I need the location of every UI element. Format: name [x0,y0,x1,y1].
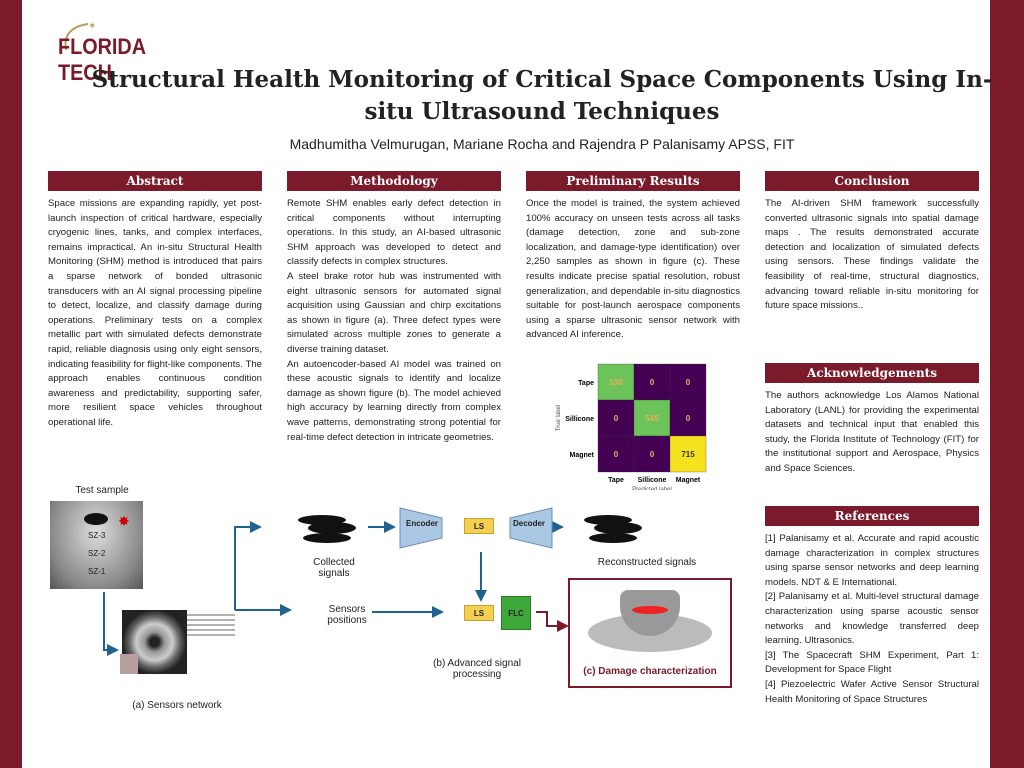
y-tick-label: Sillicone [565,416,594,423]
conclusion-text: The AI-driven SHM framework successfully… [765,198,979,312]
matrix-cell [633,363,671,401]
x-axis-label: Predicted label [632,487,672,490]
florida-tech-logo: ✶ FLORIDA TECH [58,20,218,85]
authors: Madhumitha Velmurugan, Mariane Rocha and… [289,136,795,152]
cell-value: 715 [681,450,695,459]
sensors-network-label: (a) Sensors network [132,700,222,711]
sensors-positions-label: Sensors positions [327,604,367,626]
advanced-processing-label: (b) Advanced signal processing [433,658,521,680]
abstract-text: Space missions are expanding rapidly, ye… [48,198,262,428]
zone-label: SZ-3 [88,531,106,540]
zone-label: SZ-1 [88,567,106,576]
y-tick-label: Magnet [570,452,595,459]
references-heading: References [765,506,979,526]
abstract-heading: Abstract [48,171,262,191]
poster-title: Structural Health Monitoring of Critical… [91,66,993,125]
test-sample-photo: ✸ SZ-3 SZ-2 SZ-1 [50,501,143,589]
conclusion-heading: Conclusion [765,171,979,191]
matrix-cell [597,435,635,473]
matrix-cell [633,435,671,473]
references-list: [1] Palanisamy et al. Accurate and rapid… [765,532,979,707]
flc-block: FLC [501,596,531,630]
x-tick-label: Magnet [676,477,701,484]
collected-signals-label: Collected signals [313,557,355,579]
results-text: Once the model is trained, the system ac… [526,198,740,341]
sensor-inset-photo [120,654,138,674]
matrix-cell [597,399,635,437]
cell-value: 0 [686,378,691,387]
encoder-block: Encoder [406,518,439,528]
cell-value: 0 [614,450,619,459]
damage-characterization-label: (c) Damage characterization [583,666,717,677]
cell-value: 0 [650,450,655,459]
logo-text: FLORIDA TECH [58,34,146,85]
svg-text:✶: ✶ [88,21,96,32]
matrix-cell [669,399,707,437]
cell-value: 530 [609,378,623,387]
methodology-text: Remote SHM enables early defect detectio… [287,197,501,445]
x-tick-label: Tape [608,477,624,484]
test-sample-label: Test sample [75,485,129,496]
latent-space-block: LS [464,518,494,534]
acknowledgements-heading: Acknowledgements [765,363,979,383]
y-tick-label: Tape [578,380,594,387]
methodology-paragraph: An autoencoder-based AI model was traine… [287,358,501,443]
reference-item: [3] The Spacecraft SHM Experiment, Part … [765,649,979,676]
acknowledgements-text: The authors acknowledge Los Alamos Natio… [765,390,979,474]
cell-value: 0 [614,414,619,423]
cell-value: 545 [645,414,659,423]
cell-value: 0 [650,378,655,387]
zone-label: SZ-2 [88,549,106,558]
results-heading: Preliminary Results [526,171,740,191]
matrix-cell [669,435,707,473]
cell-value: 0 [686,414,691,423]
poster: ✶ FLORIDA TECH Structural Health Monitor… [22,0,992,768]
latent-space-block: LS [464,605,494,621]
reference-item: [4] Piezoelectric Wafer Active Sensor St… [765,678,979,705]
methodology-paragraph: Remote SHM enables early defect detectio… [287,198,501,268]
methodology-paragraph: A steel brake rotor hub was instrumented… [287,270,501,355]
reconstructed-signals-label: Reconstructed signals [597,557,697,568]
flow-arrows [103,507,642,656]
damage-characterization-box: (c) Damage characterization [568,578,732,688]
reference-item: [2] Palanisamy et al. Multi-level struct… [765,591,979,647]
decoder-block: Decoder [513,518,546,528]
methodology-heading: Methodology [287,171,501,191]
x-tick-label: Sillicone [638,477,667,484]
reference-item: [1] Palanisamy et al. Accurate and rapid… [765,533,979,588]
y-axis-label: True label [556,405,562,431]
matrix-cell [669,363,707,401]
